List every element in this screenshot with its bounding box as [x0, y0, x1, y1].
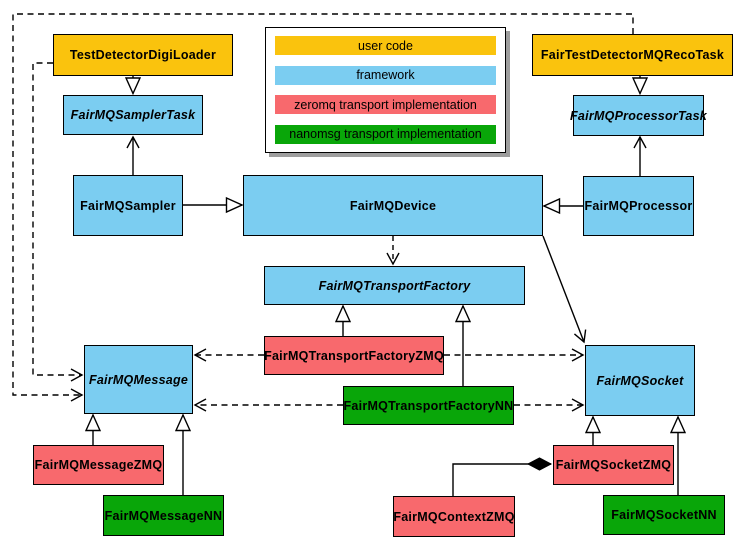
node-fairmqtransportfactory: FairMQTransportFactory [264, 266, 525, 305]
node-fairmqprocessor: FairMQProcessor [583, 176, 694, 236]
node-fairtestdetectormqrecotask: FairTestDetectorMQRecoTask [532, 34, 733, 76]
node-testdetectordigiloader: TestDetectorDigiLoader [53, 34, 233, 76]
legend-item-framework: framework [275, 65, 496, 85]
edge-recotask-message-dashed [12, 13, 634, 402]
edge-contextzmq-socketzmq-composition [452, 457, 553, 496]
node-fairmqsampler: FairMQSampler [73, 175, 183, 236]
node-fairmqmessage: FairMQMessage [84, 345, 193, 414]
node-fairmqmessagezmq: FairMQMessageZMQ [33, 445, 164, 485]
legend-item-nanomsg: nanomsg transport implementation [275, 124, 496, 144]
edge-device-socket [542, 235, 587, 344]
legend-item-user-code: user code [275, 36, 496, 55]
legend: user code framework zeromq transport imp… [265, 27, 506, 153]
node-fairmqprocessortask: FairMQProcessorTask [570, 95, 707, 136]
node-fairmqsamplertask: FairMQSamplerTask [63, 95, 203, 135]
node-fairmqmessagenn: FairMQMessageNN [103, 495, 224, 536]
node-fairmqtransportfactoryzmq: FairMQTransportFactoryZMQ [264, 336, 444, 375]
node-fairmqtransportfactorynn: FairMQTransportFactoryNN [343, 386, 514, 425]
node-fairmqdevice: FairMQDevice [243, 175, 543, 236]
node-fairmqcontextzmq: FairMQContextZMQ [393, 496, 515, 537]
node-fairmqsocketnn: FairMQSocketNN [603, 495, 725, 535]
node-fairmqsocket: FairMQSocket [585, 345, 695, 416]
node-fairmqsocketzmq: FairMQSocketZMQ [553, 445, 674, 485]
legend-item-zeromq: zeromq transport implementation [275, 95, 496, 115]
